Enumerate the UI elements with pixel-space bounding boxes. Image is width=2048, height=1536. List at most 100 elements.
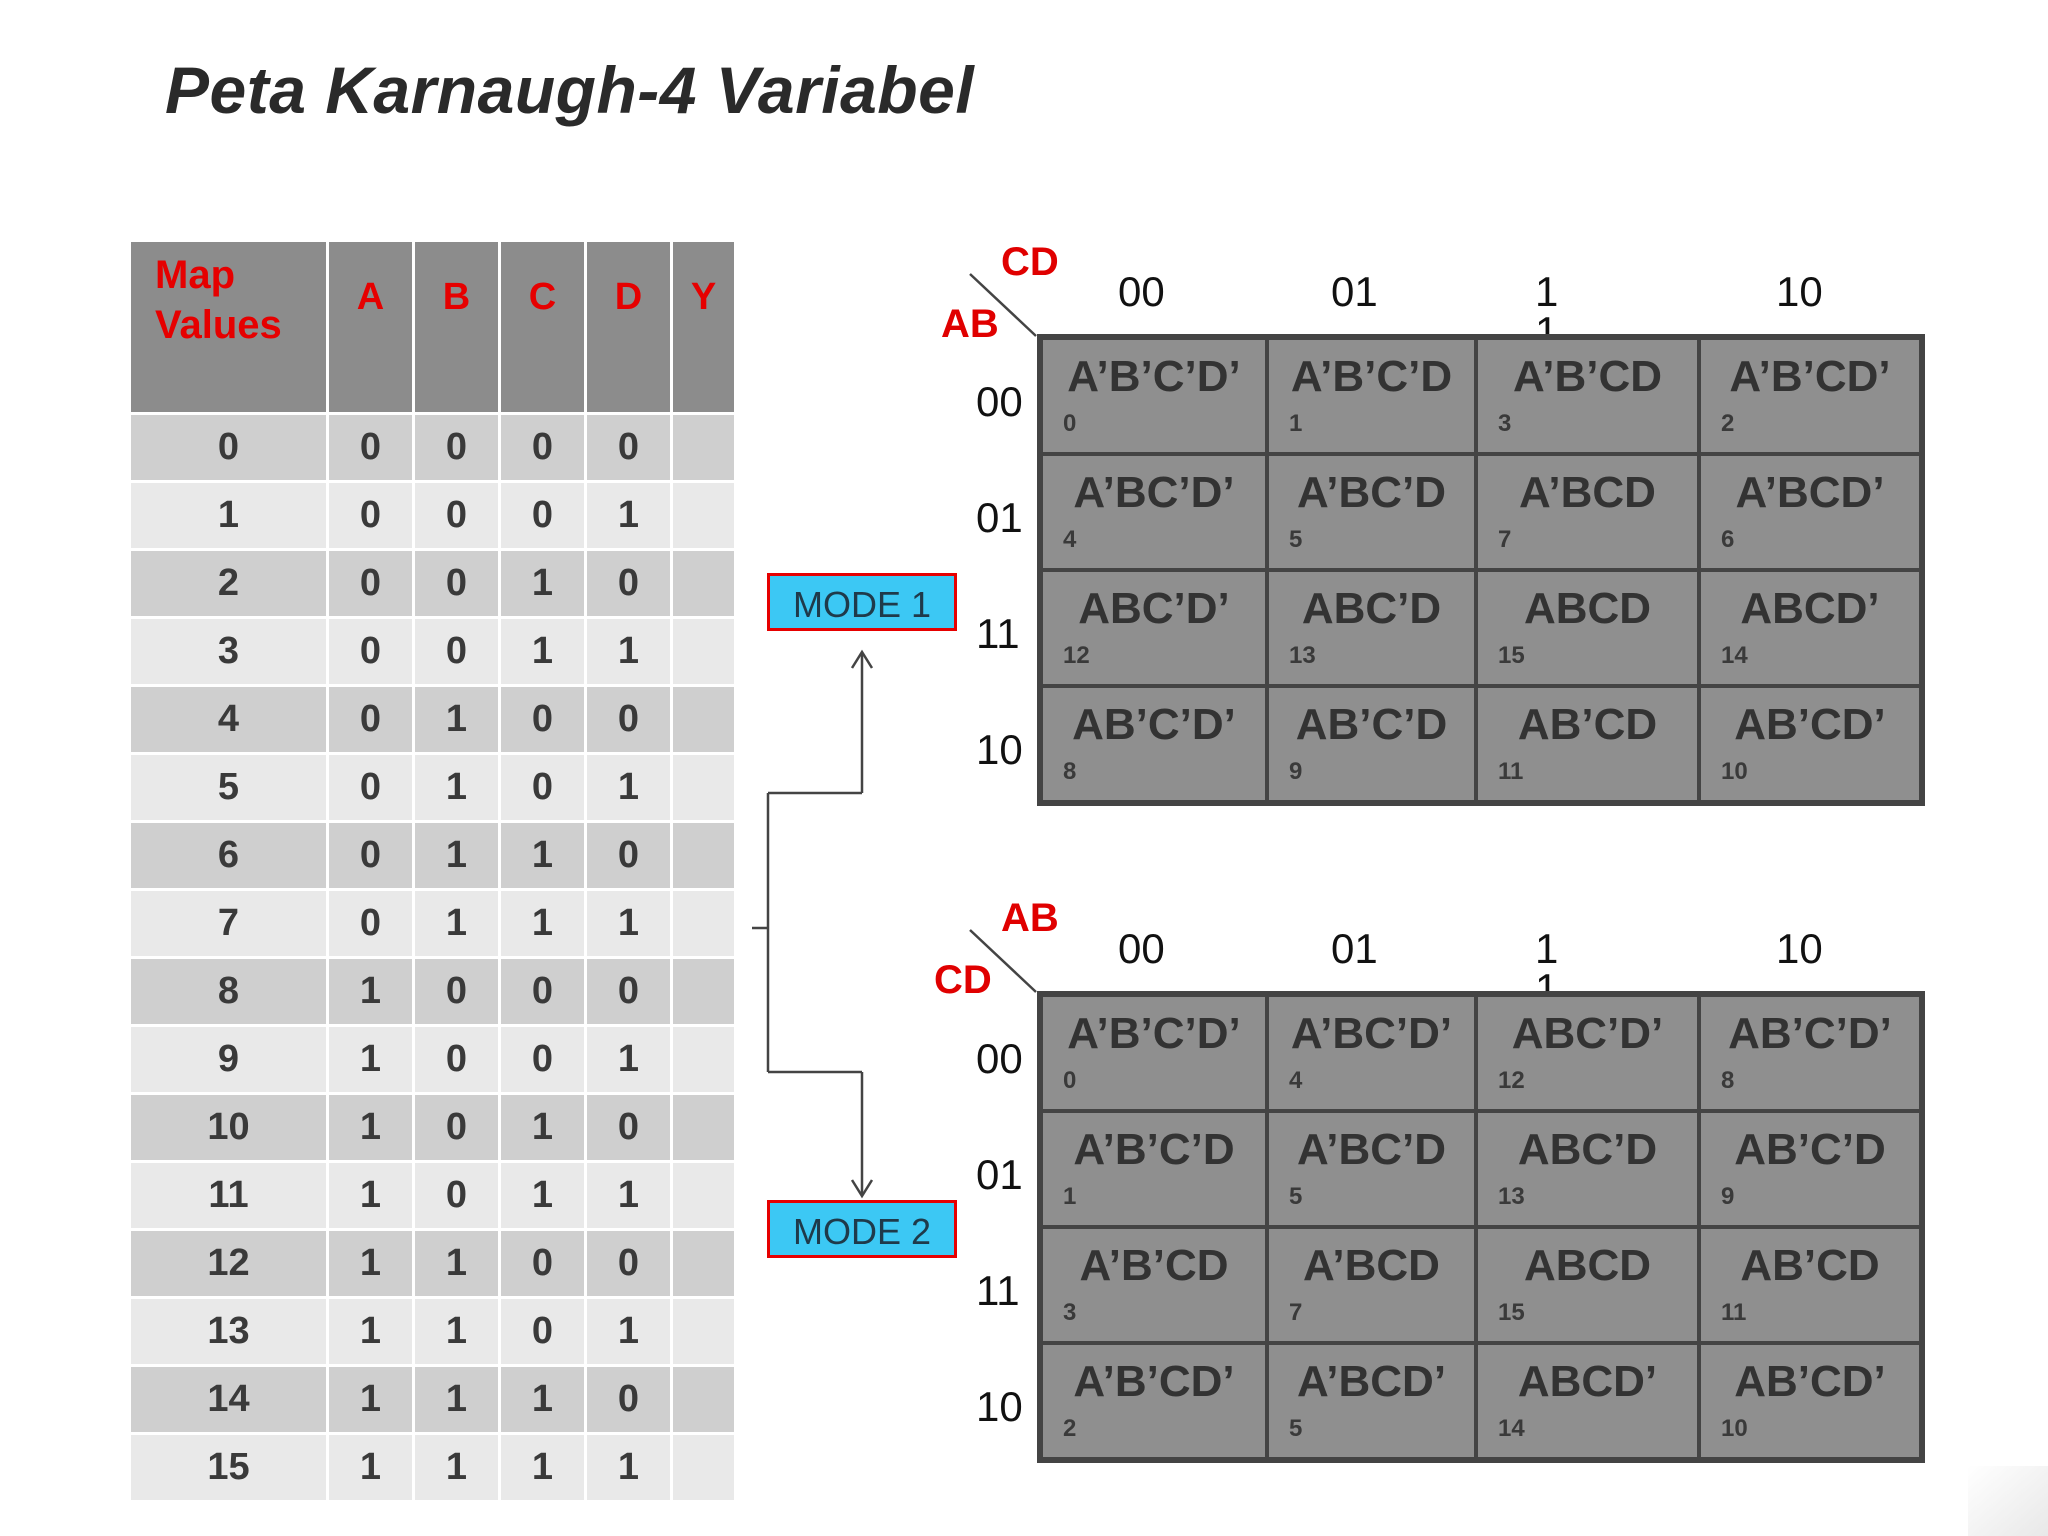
map-value-cell: 5	[128, 752, 329, 823]
y-cell	[670, 820, 737, 891]
minterm-index: 11	[1498, 758, 1524, 785]
bit-cell: 0	[412, 1024, 501, 1095]
minterm-expression: A’B’CD’	[1073, 1357, 1235, 1406]
kmap2-side-variable: CD	[934, 958, 992, 1002]
header-y: Y	[670, 239, 737, 415]
k2-column-label: 00	[1118, 925, 1165, 972]
header-c: C	[498, 239, 587, 415]
bit-cell: 0	[326, 480, 415, 551]
bit-cell: 0	[584, 1364, 673, 1435]
minterm-index: 6	[1721, 526, 1735, 553]
bit-cell: 0	[326, 412, 415, 483]
kmap2-corner-divider	[969, 929, 1037, 993]
bit-cell: 0	[412, 548, 501, 619]
y-cell	[670, 752, 737, 823]
minterm-index: 11	[1721, 1299, 1747, 1326]
minterm-expression: AB’CD	[1517, 700, 1658, 749]
bit-cell: 0	[584, 820, 673, 891]
minterm-expression: ABCD	[1523, 584, 1652, 633]
map-value-cell: 15	[128, 1432, 329, 1503]
k1-cell: A’BCD’6	[1699, 454, 1921, 570]
bit-cell: 1	[498, 1432, 587, 1503]
y-cell	[670, 1024, 737, 1095]
k1-cell: A’BC’D’4	[1041, 454, 1267, 570]
bit-cell: 1	[498, 1092, 587, 1163]
minterm-index: 8	[1063, 758, 1077, 785]
minterm-expression: A’B’C’D’	[1067, 1009, 1241, 1058]
minterm-index: 13	[1498, 1183, 1525, 1210]
bit-cell: 1	[326, 1092, 415, 1163]
bit-cell: 1	[326, 1296, 415, 1367]
bit-cell: 1	[326, 1024, 415, 1095]
map-value-cell: 1	[128, 480, 329, 551]
truth-table-header: Map Values A B C D Y	[128, 239, 737, 415]
bit-cell: 1	[412, 1364, 501, 1435]
kmap1-side-variable: AB	[941, 302, 999, 346]
minterm-expression: AB’C’D’	[1728, 1009, 1892, 1058]
y-cell	[670, 548, 737, 619]
minterm-expression: ABC’D’	[1078, 584, 1230, 633]
minterm-index: 8	[1721, 1067, 1735, 1094]
bit-cell: 0	[498, 1228, 587, 1299]
bit-cell: 1	[326, 1364, 415, 1435]
k2-cell: ABCD’14	[1476, 1343, 1699, 1459]
minterm-index: 5	[1289, 1415, 1303, 1442]
minterm-index: 4	[1063, 526, 1077, 553]
k2-cell: AB’C’D’ 8	[1699, 995, 1921, 1111]
y-cell	[670, 956, 737, 1027]
bit-cell: 1	[584, 1024, 673, 1095]
bit-cell: 1	[498, 616, 587, 687]
k1-row-label: 00	[976, 378, 1023, 425]
bit-cell: 0	[326, 616, 415, 687]
minterm-index: 4	[1289, 1067, 1303, 1094]
k1-cell: ABCD’14	[1699, 570, 1921, 686]
k2-row-label: 01	[976, 1151, 1023, 1198]
k1-cell: AB’C’D’8	[1041, 686, 1267, 802]
k1-cell: AB’CD’10	[1699, 686, 1921, 802]
bit-cell: 0	[412, 1160, 501, 1231]
k2-cell: AB’CD’10	[1699, 1343, 1921, 1459]
bit-cell: 1	[498, 1364, 587, 1435]
minterm-expression: A’BC’D	[1296, 1125, 1447, 1174]
k1-row-label: 01	[976, 494, 1023, 541]
minterm-expression: AB’C’D	[1295, 700, 1448, 749]
bit-cell: 0	[498, 956, 587, 1027]
y-cell	[670, 1364, 737, 1435]
k2-cell: A’BC’D’4	[1267, 995, 1476, 1111]
minterm-index: 12	[1498, 1067, 1525, 1094]
minterm-expression: ABC’D	[1301, 584, 1442, 633]
y-cell	[670, 480, 737, 551]
bit-cell: 1	[326, 1228, 415, 1299]
y-cell	[670, 684, 737, 755]
k1-column-label: 01	[1331, 268, 1378, 315]
minterm-expression: A’BC’D	[1296, 468, 1447, 517]
minterm-expression: ABCD’	[1517, 1357, 1658, 1406]
bit-cell: 0	[498, 1296, 587, 1367]
bit-cell: 1	[412, 888, 501, 959]
minterm-expression: A’BCD’	[1296, 1357, 1447, 1406]
map-value-cell: 7	[128, 888, 329, 959]
minterm-expression: ABCD’	[1740, 584, 1880, 633]
minterm-expression: A’B’C’D’	[1067, 352, 1241, 401]
bit-cell: 0	[498, 1024, 587, 1095]
bit-cell: 1	[412, 1228, 501, 1299]
kmap1-top-variable: CD	[1001, 240, 1059, 284]
y-cell	[670, 1160, 737, 1231]
y-cell	[670, 1228, 737, 1299]
header-b: B	[412, 239, 501, 415]
y-cell	[670, 1092, 737, 1163]
